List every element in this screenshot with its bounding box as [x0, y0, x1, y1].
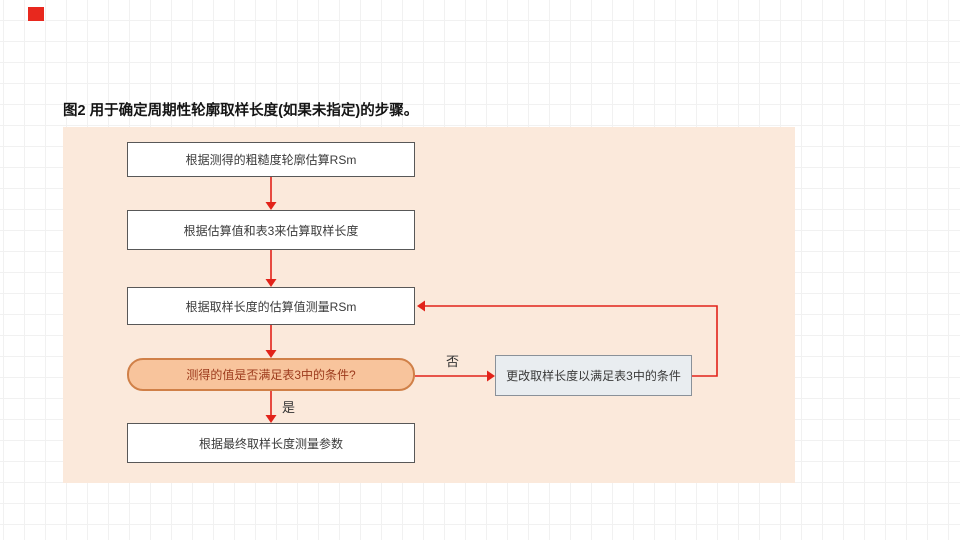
- flow-box-measure-parameters: 根据最终取样长度测量参数: [127, 423, 415, 463]
- flow-box-estimate-sampling-length: 根据估算值和表3来估算取样长度: [127, 210, 415, 250]
- branch-label-yes: 是: [282, 400, 296, 415]
- flow-box-estimate-rsm: 根据测得的粗糙度轮廓估算RSm: [127, 142, 415, 177]
- flow-box-label: 根据取样长度的估算值测量RSm: [185, 299, 357, 314]
- red-marker-square: [28, 7, 44, 21]
- flow-box-measure-rsm: 根据取样长度的估算值测量RSm: [127, 287, 415, 325]
- flow-box-label: 根据最终取样长度测量参数: [198, 436, 343, 451]
- flow-box-label: 更改取样长度以满足表3中的条件: [506, 369, 681, 383]
- branch-label-no: 否: [446, 354, 460, 369]
- figure-caption: 图2 用于确定周期性轮廓取样长度(如果未指定)的步骤。: [63, 103, 419, 119]
- flow-box-change-sampling-length: 更改取样长度以满足表3中的条件: [495, 355, 692, 396]
- flow-box-label: 根据测得的粗糙度轮廓估算RSm: [185, 153, 357, 167]
- decision-box-condition-check: 测得的值是否满足表3中的条件?: [127, 358, 415, 391]
- flow-box-label: 根据估算值和表3来估算取样长度: [183, 223, 359, 238]
- decision-box-label: 测得的值是否满足表3中的条件?: [186, 368, 356, 382]
